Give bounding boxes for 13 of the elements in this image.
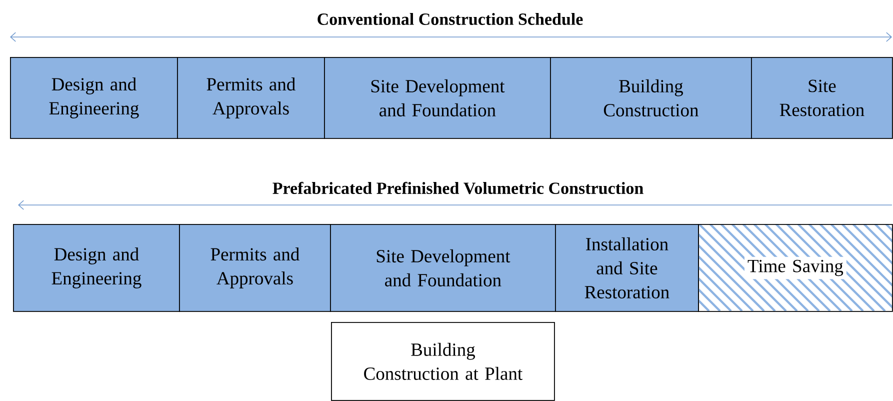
section-title: Conventional Construction Schedule — [318, 13, 583, 25]
schedule-box: Permits and Approvals — [179, 224, 331, 312]
section-title: Prefabricated Prefinished Volumetric Construction — [272, 182, 644, 194]
schedule-box: Installation and Site Restoration — [555, 224, 699, 312]
schedule-box: Site Restoration — [751, 57, 893, 139]
plant-box: Building Construction at Plant — [331, 322, 555, 401]
schedule-box: Design and Engineering — [10, 57, 178, 139]
schedule-box: Site Development and Foundation — [324, 57, 551, 139]
schedule-box: Permits and Approvals — [177, 57, 325, 139]
schedule-box: Building Construction — [550, 57, 752, 139]
schedule-box: Design and Engineering — [13, 224, 180, 312]
schedule-box: Site Development and Foundation — [330, 224, 556, 312]
hatched-box: Time Saving — [698, 224, 893, 312]
